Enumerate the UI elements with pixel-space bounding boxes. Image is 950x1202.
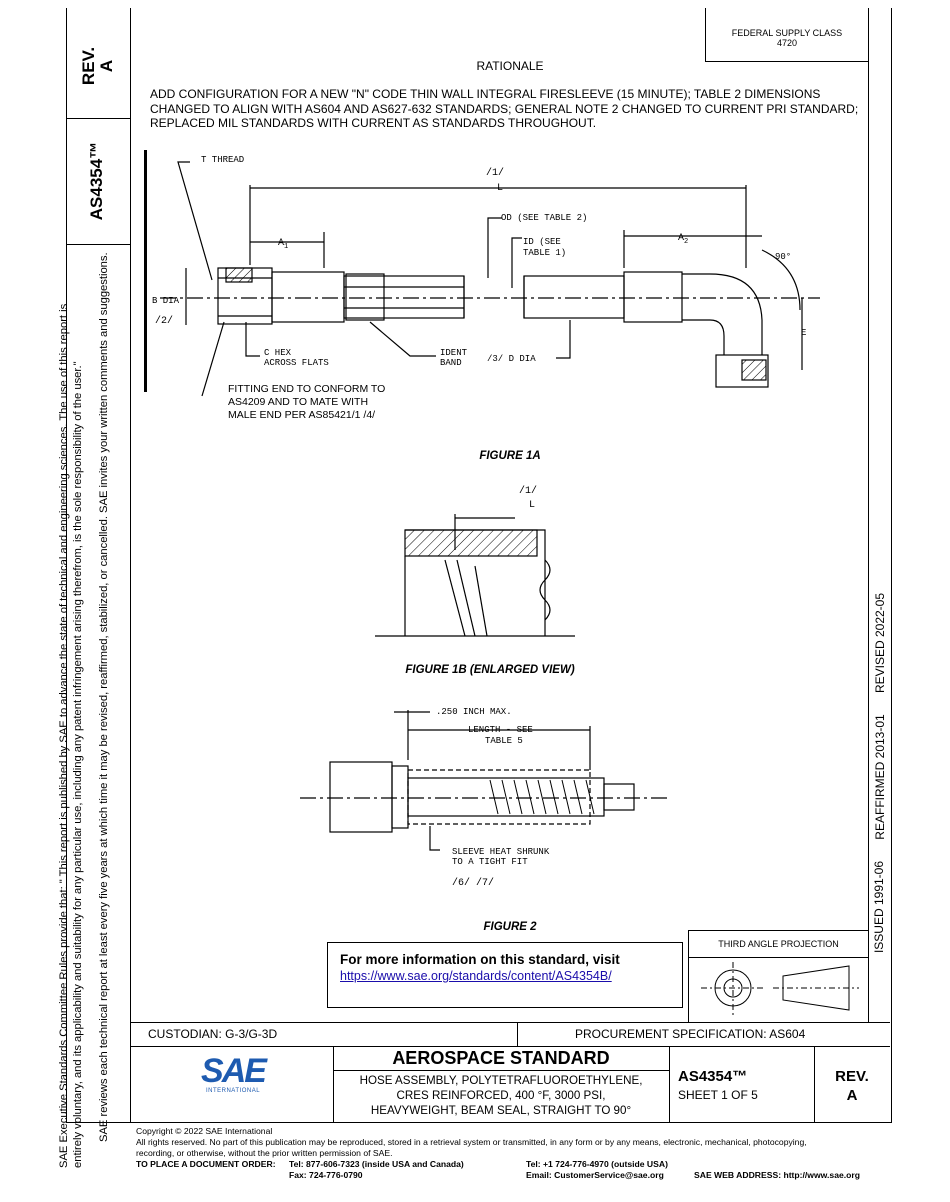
- email[interactable]: Email: CustomerService@sae.org: [526, 1170, 664, 1180]
- id-label-line2: TABLE 1): [523, 248, 567, 258]
- left-rev: REV. A: [79, 46, 116, 86]
- rights-line2: recording, or otherwise, without the pri…: [136, 1148, 393, 1158]
- sae-logo: SAE INTERNATIONAL: [200, 1052, 267, 1094]
- content-left-border: [130, 8, 131, 1122]
- max-length-label: .250 INCH MAX.: [436, 707, 512, 717]
- legal-notice-line3: SAE reviews each technical report at lea…: [98, 252, 110, 1142]
- fig1a-note1: /1/: [486, 168, 505, 179]
- legal-notice-line2: entirely voluntary, and its applicabilit…: [72, 361, 84, 1168]
- od-label: OD (SEE TABLE 2): [501, 213, 588, 223]
- reaffirmed-date: REAFFIRMED 2013-01: [873, 714, 887, 840]
- length-see-line1: LENGTH - SEE: [468, 725, 533, 735]
- figure-1b-drawing: [375, 514, 575, 637]
- page-frame: [66, 8, 892, 1123]
- id-label-line1: ID (SEE: [523, 237, 561, 247]
- standard-heading: AEROSPACE STANDARD: [333, 1048, 669, 1071]
- tel-inside: Tel: 877-606-7323 (inside USA and Canada…: [289, 1159, 464, 1169]
- fsc-label: FEDERAL SUPPLY CLASS: [731, 28, 843, 38]
- desc-divider: [669, 1046, 670, 1122]
- sae-logo-mark: SAE: [201, 1052, 267, 1090]
- procurement-spec: PROCUREMENT SPECIFICATION: AS604: [575, 1027, 806, 1041]
- title-block-mid-line: [130, 1046, 890, 1047]
- figure-1a-caption: FIGURE 1A: [479, 450, 541, 462]
- order-label: TO PLACE A DOCUMENT ORDER:: [136, 1159, 276, 1169]
- logo-divider: [333, 1046, 334, 1122]
- fig1a-length-label: L: [497, 183, 504, 194]
- issued-date: ISSUED 1991-06: [872, 860, 886, 954]
- legal-notice-line1: SAE Executive Standards Committee Rules …: [58, 303, 70, 1168]
- fax: Fax: 724-776-0790: [289, 1170, 363, 1180]
- fitting-note: FITTING END TO CONFORM TO AS4209 AND TO …: [228, 383, 386, 421]
- figure-2-drawing: [300, 710, 670, 851]
- custodian-divider: [517, 1022, 518, 1046]
- e-label: E: [801, 328, 807, 338]
- title-block-top-line: [130, 1022, 890, 1023]
- copyright: Copyright © 2022 SAE International: [136, 1126, 273, 1136]
- d-dia-label: /3/ D DIA: [487, 354, 536, 364]
- right-margin-border: [868, 8, 869, 1022]
- figure-2-caption: FIGURE 2: [483, 921, 537, 933]
- figure-1a-change-bar: [144, 150, 147, 392]
- standard-description: HOSE ASSEMBLY, POLYTETRAFLUOROETHYLENE, …: [359, 1074, 643, 1117]
- a1-label: A1: [278, 238, 289, 251]
- standard-link[interactable]: https://www.sae.org/standards/content/AS…: [340, 969, 612, 983]
- fsc-value: 4720: [776, 38, 798, 48]
- sheet-number: SHEET 1 OF 5: [678, 1088, 758, 1102]
- fig1b-length-label: L: [529, 500, 536, 511]
- t-thread-label: T THREAD: [201, 155, 245, 165]
- b-dia-label: B DIA: [152, 296, 180, 306]
- fig1b-note1: /1/: [519, 486, 538, 497]
- figure-1a-drawing: [160, 161, 820, 397]
- title-rev-label: REV.: [835, 1068, 869, 1085]
- rev-divider: [814, 1046, 815, 1122]
- title-rev-value: A: [846, 1087, 858, 1104]
- rationale-title: RATIONALE: [476, 59, 544, 73]
- fig2-notes: /6/ /7/: [452, 878, 495, 889]
- custodian: CUSTODIAN: G-3/G-3D: [148, 1027, 278, 1041]
- projection-symbol-icon: [701, 962, 859, 1016]
- rationale-text: ADD CONFIGURATION FOR A NEW "N" CODE THI…: [150, 87, 859, 130]
- note2-label: /2/: [155, 316, 174, 327]
- info-box: For more information on this standard, v…: [327, 942, 683, 1008]
- web-address[interactable]: SAE WEB ADDRESS: http://www.sae.org: [694, 1170, 860, 1180]
- projection-box: THIRD ANGLE PROJECTION: [688, 930, 868, 1022]
- figure-1b-caption: FIGURE 1B (ENLARGED VIEW): [405, 664, 575, 676]
- angle-90-label: 90°: [775, 252, 792, 262]
- length-see-line2: TABLE 5: [485, 736, 523, 746]
- tel-outside: Tel: +1 724-776-4970 (outside USA): [526, 1159, 668, 1169]
- projection-label: THIRD ANGLE PROJECTION: [689, 939, 868, 958]
- left-doc-number: AS4354™: [87, 141, 106, 221]
- sae-logo-subtitle: INTERNATIONAL: [205, 1088, 261, 1094]
- info-text: For more information on this standard, v…: [340, 952, 620, 967]
- fsc-box: FEDERAL SUPPLY CLASS 4720: [705, 8, 868, 62]
- left-margin-rev-divider: [66, 118, 130, 119]
- title-doc-number: AS4354™: [678, 1068, 748, 1085]
- rights-line1: All rights reserved. No part of this pub…: [136, 1137, 807, 1147]
- revised-date: REVISED 2022-05: [873, 592, 887, 694]
- a2-label: A2: [678, 233, 689, 246]
